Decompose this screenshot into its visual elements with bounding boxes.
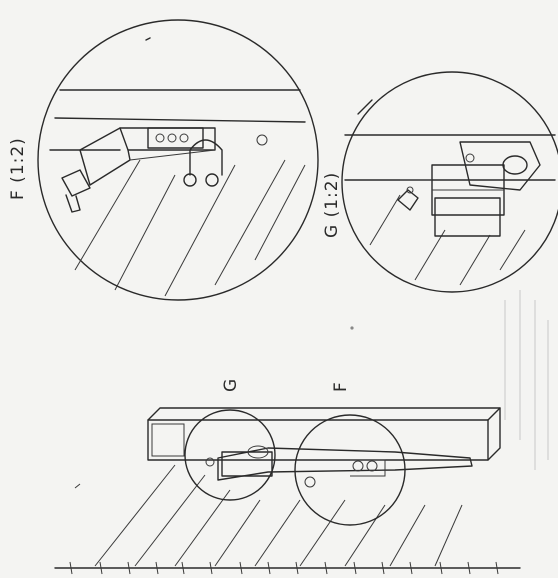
detail-g-circle <box>341 71 558 293</box>
background-notes <box>504 290 549 470</box>
callout-f-circle <box>294 414 406 526</box>
beam <box>147 407 501 461</box>
detail-g-view <box>341 71 558 293</box>
callout-f-label: F <box>331 381 351 392</box>
main-assembly <box>54 407 521 575</box>
detail-g-label: G (1:2) <box>322 171 342 238</box>
detail-f-label: F (1:2) <box>8 137 28 200</box>
callout-g-label: G <box>221 377 241 392</box>
detail-f-view <box>37 19 319 301</box>
callout-g-circle <box>184 409 276 501</box>
detail-f-circle <box>37 19 319 301</box>
